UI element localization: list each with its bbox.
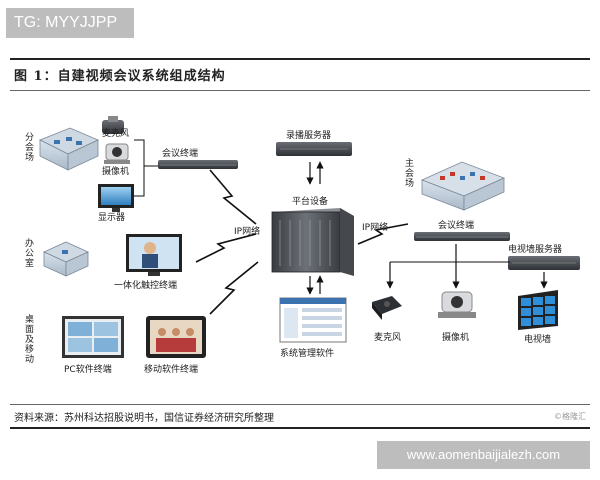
label-office: 办公室 bbox=[23, 238, 33, 268]
conference-terminal-right bbox=[414, 232, 510, 241]
label-camera-right: 摄像机 bbox=[442, 333, 470, 343]
label-video-wall: 电视墙 bbox=[524, 335, 552, 345]
wireless-link-2 bbox=[195, 233, 257, 263]
label-ip-network-right: IP网络 bbox=[362, 223, 389, 233]
display-icon bbox=[98, 184, 134, 212]
video-wall-server-icon bbox=[508, 256, 580, 270]
label-display: 显示器 bbox=[98, 213, 126, 223]
label-pc-terminal: PC软件终端 bbox=[64, 365, 112, 375]
figure-title-bar: 图 1：自建视频会议系统组成结构 bbox=[10, 58, 590, 91]
office-room-icon bbox=[43, 241, 89, 277]
source-note: 资料来源：苏州科达招股说明书，国信证券经济研究所整理 bbox=[14, 413, 274, 424]
label-branch-venue: 分会场 bbox=[23, 132, 33, 162]
wireless-link-1 bbox=[209, 169, 257, 225]
label-desktop-mobile: 桌面及移动 bbox=[23, 314, 33, 364]
label-conf-terminal-left: 会议终端 bbox=[162, 149, 199, 159]
video-wall-icon bbox=[518, 290, 558, 330]
camera-right-icon bbox=[438, 291, 476, 318]
tg-overlay-label: TG: MYYJJPP bbox=[6, 8, 134, 38]
microphone-right-icon bbox=[372, 296, 402, 320]
label-mgmt-software: 系统管理软件 bbox=[280, 349, 335, 359]
brand-watermark: ©格隆汇 bbox=[554, 412, 586, 421]
conference-terminal-left bbox=[158, 160, 238, 169]
label-main-venue: 主会场 bbox=[403, 158, 413, 188]
figure-title: 图 1：自建视频会议系统组成结构 bbox=[14, 69, 226, 84]
main-room-icon bbox=[420, 161, 506, 211]
label-all-in-one: 一体化触控终端 bbox=[114, 281, 178, 291]
connector-mic bbox=[134, 139, 158, 167]
system-diagram: 分会场 办公室 桌面及移动 麦克风 摄像机 显示器 会议终端 一体化触控终端 P… bbox=[10, 92, 590, 392]
management-software-icon bbox=[279, 297, 347, 343]
platform-device-icon bbox=[271, 208, 354, 276]
label-platform: 平台设备 bbox=[292, 197, 329, 207]
label-video-wall-server: 电视墙服务器 bbox=[508, 245, 563, 255]
pc-terminal-icon bbox=[62, 316, 124, 358]
label-ip-network-left: IP网络 bbox=[234, 227, 261, 237]
label-camera-left: 摄像机 bbox=[102, 167, 130, 177]
label-microphone-right: 麦克风 bbox=[374, 333, 402, 343]
url-overlay-label: www.aomenbaijialezh.com bbox=[377, 441, 590, 469]
label-conf-terminal-right: 会议终端 bbox=[438, 221, 475, 231]
diagram-graphics bbox=[39, 116, 580, 358]
camera-icon bbox=[104, 143, 130, 164]
mobile-terminal-icon bbox=[146, 316, 206, 358]
wireless-link-4 bbox=[357, 223, 409, 245]
label-mobile-terminal: 移动软件终端 bbox=[144, 365, 199, 375]
connector-display bbox=[134, 166, 145, 197]
microphone-icon bbox=[102, 116, 124, 134]
branch-room-icon bbox=[39, 127, 99, 171]
recording-server-icon bbox=[276, 142, 352, 156]
wireless-link-3 bbox=[209, 261, 259, 315]
label-microphone-left: 麦克风 bbox=[102, 129, 130, 139]
label-recording-server: 录播服务器 bbox=[286, 131, 332, 141]
touch-terminal-icon bbox=[126, 234, 182, 276]
source-bar: 资料来源：苏州科达招股说明书，国信证券经济研究所整理 ©格隆汇 bbox=[10, 404, 590, 429]
